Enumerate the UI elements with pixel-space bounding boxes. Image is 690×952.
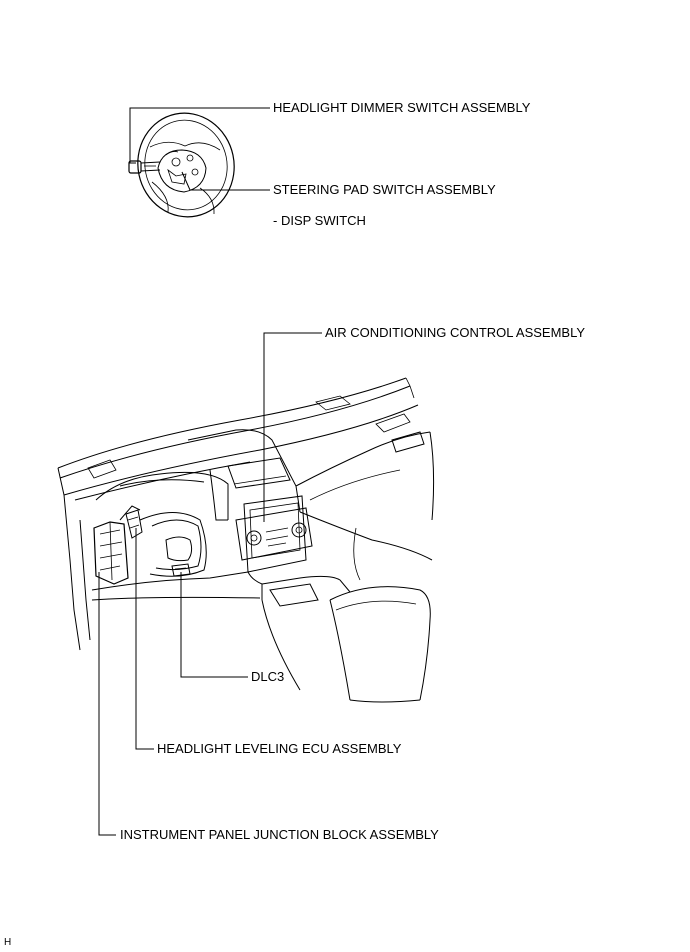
leader-steering-pad bbox=[181, 171, 270, 191]
leader-headlight-leveling-ecu bbox=[135, 528, 154, 750]
leader-dlc3 bbox=[180, 572, 248, 678]
dashboard-illustration bbox=[57, 377, 435, 703]
figure-code: H bbox=[4, 937, 12, 948]
leader-junction-block bbox=[98, 572, 116, 836]
leader-air-conditioning bbox=[263, 332, 322, 522]
steering-pad-switch-label: STEERING PAD SWITCH ASSEMBLY bbox=[273, 182, 496, 197]
headlight-leveling-ecu-label: HEADLIGHT LEVELING ECU ASSEMBLY bbox=[157, 741, 402, 756]
disp-switch-label: - DISP SWITCH bbox=[273, 213, 366, 228]
dlc3-label: DLC3 bbox=[251, 669, 285, 684]
leader-headlight-dimmer bbox=[129, 107, 270, 164]
headlight-dimmer-switch-label: HEADLIGHT DIMMER SWITCH ASSEMBLY bbox=[273, 100, 531, 115]
leader-lines bbox=[98, 107, 322, 836]
steering-wheel-illustration bbox=[128, 112, 235, 218]
air-conditioning-control-label: AIR CONDITIONING CONTROL ASSEMBLY bbox=[325, 325, 586, 340]
instrument-panel-junction-block-label: INSTRUMENT PANEL JUNCTION BLOCK ASSEMBLY bbox=[120, 827, 439, 842]
